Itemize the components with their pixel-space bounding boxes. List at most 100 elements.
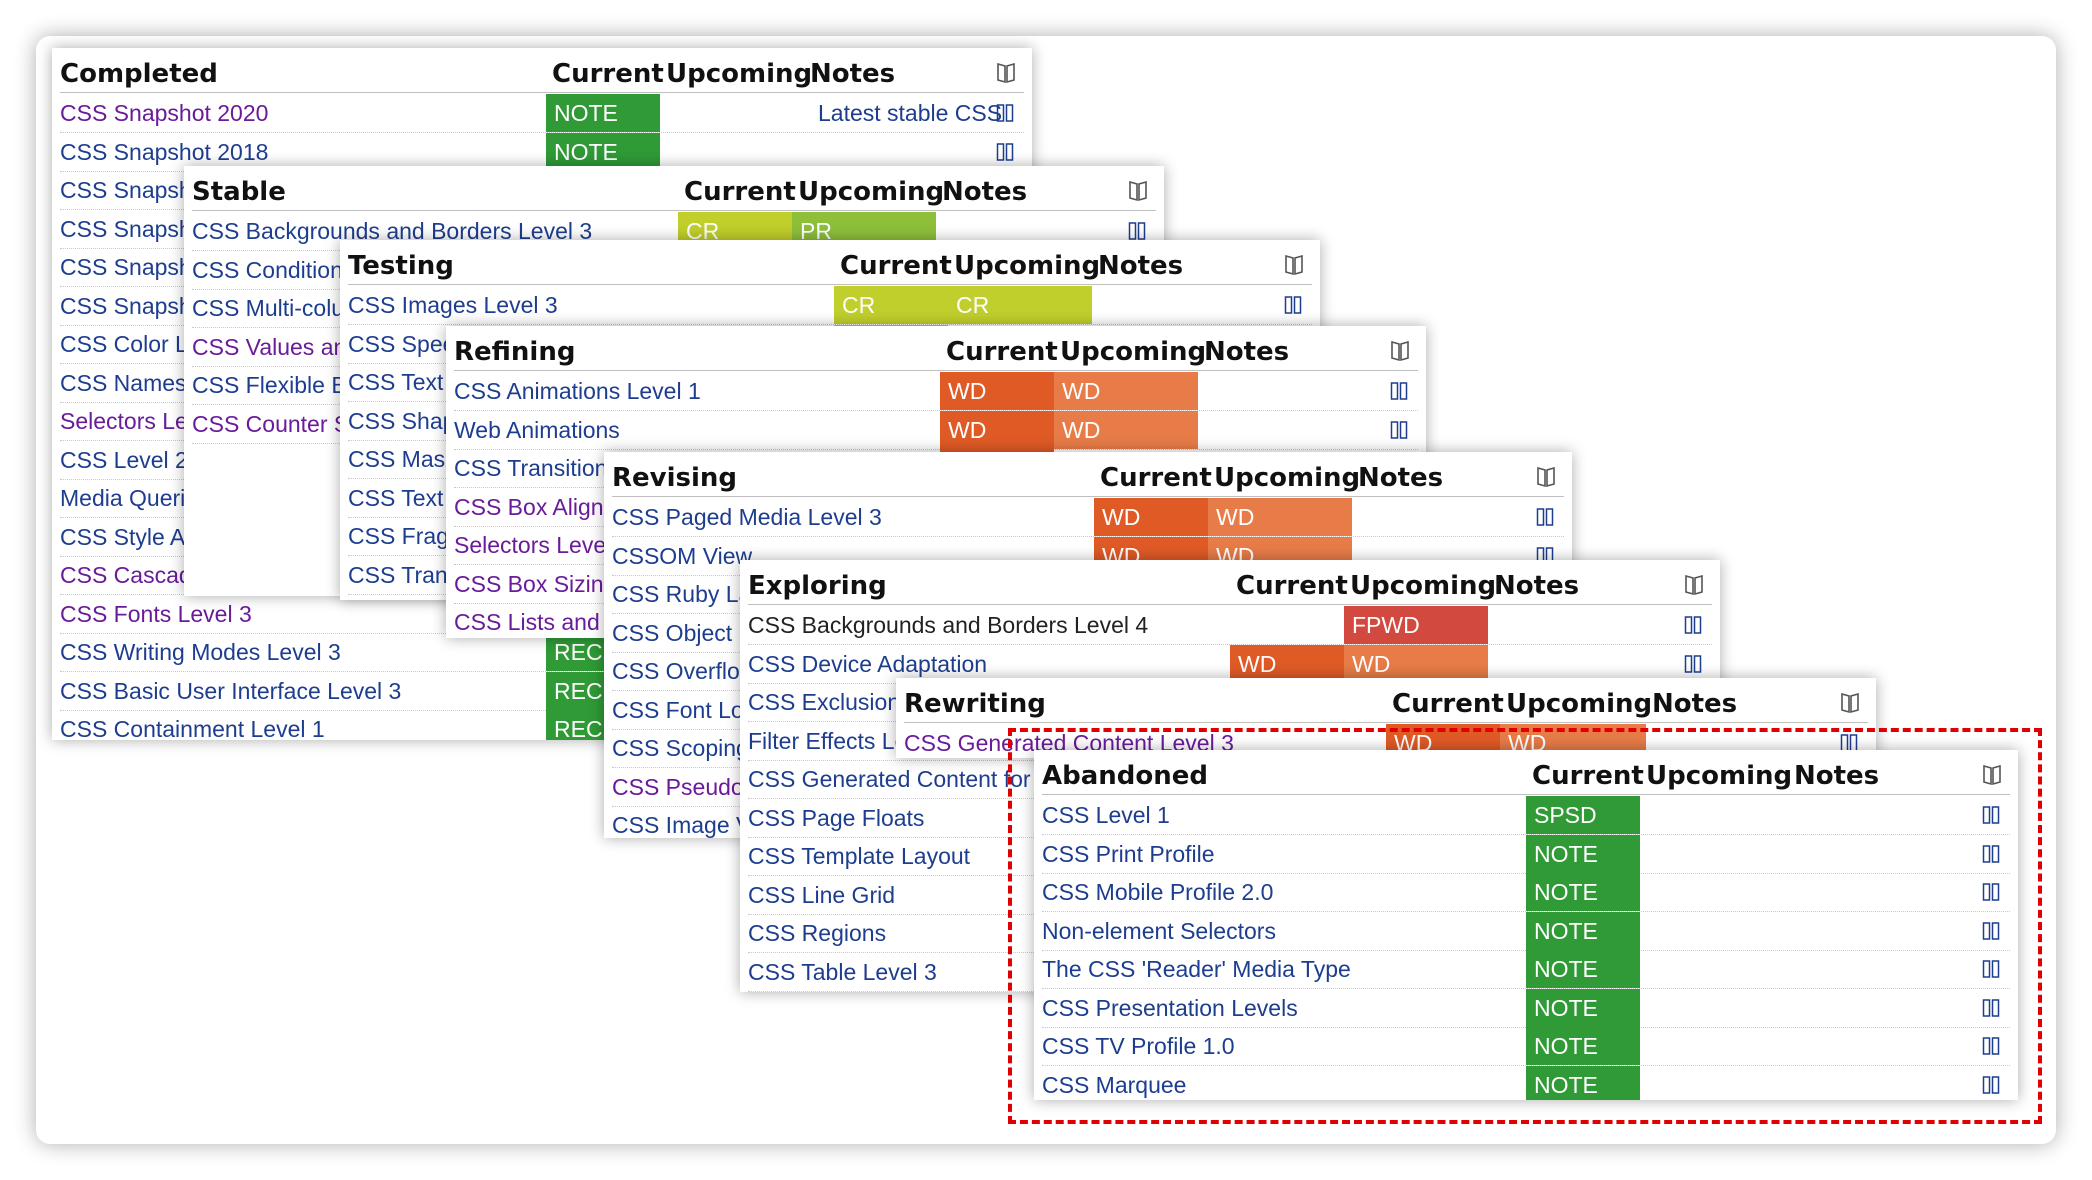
book-icon[interactable] [1284,254,1304,276]
note-link[interactable]: Latest stable CSS [818,100,1003,126]
book-icon[interactable] [1128,180,1148,202]
spec-link[interactable]: CSS TV Profile 1.0 [1042,1033,1235,1059]
status-current: NOTE [1526,1027,1640,1065]
column-header-notes: Notes [810,59,896,89]
spec-link[interactable]: CSS Page Floats [748,804,925,831]
spec-link[interactable]: CSS Writing Modes Level 3 [60,639,341,665]
spec-link[interactable]: CSS Text [348,369,444,395]
spec-icon[interactable] [1390,420,1408,440]
book-icon[interactable] [1840,692,1860,714]
header-divider [454,370,1418,371]
spec-link[interactable]: CSS Paged Media Level 3 [612,504,882,530]
spec-link[interactable]: CSS Backgrounds and Borders Level 3 [192,218,593,244]
panel-title: Completed [60,59,218,89]
status-current: NOTE [1526,950,1640,988]
status-current: NOTE [1526,873,1640,911]
spec-icon[interactable] [1390,381,1408,401]
spec-link[interactable]: The CSS 'Reader' Media Type [1042,956,1351,982]
spec-icon[interactable] [1128,221,1146,241]
table-row: CSS Backgrounds and Borders Level 4 FPWD [748,606,1712,645]
spec-link[interactable]: CSS Marquee [1042,1071,1187,1098]
status-upcoming: WD [1054,372,1198,410]
spec-link[interactable]: CSS Line Grid [748,881,896,908]
status-current: NOTE [1526,834,1640,873]
spec-icon[interactable] [1284,295,1302,315]
spec-icon[interactable] [996,103,1014,123]
status-current: WD [940,410,1054,449]
status-current: SPSD [1526,796,1640,834]
spec-link[interactable]: CSS Images Level 3 [348,292,558,318]
spec-icon[interactable] [1982,1036,2000,1056]
book-icon[interactable] [996,62,1016,84]
spec-link[interactable]: CSS Basic User Interface Level 3 [60,677,402,704]
spec-link[interactable]: CSS Presentation Levels [1042,994,1298,1021]
header-divider [1042,794,2010,795]
table-row: CSS Marquee NOTE [1042,1065,2010,1100]
column-header-notes: Notes [1494,571,1580,601]
spec-link[interactable]: CSS Overflow [612,658,757,684]
spec-link[interactable]: CSS Fonts Level 3 [60,600,252,627]
status-current: WD [940,372,1054,410]
status-current: CR [834,286,948,324]
spec-icon[interactable] [1982,805,2000,825]
spec-link[interactable]: CSS Backgrounds and Borders Level 4 [748,612,1149,638]
spec-link[interactable]: CSS Snapshot 2020 [60,100,269,126]
panel-title: Stable [192,177,286,207]
book-icon[interactable] [1982,764,2002,786]
spec-link[interactable]: CSS Transitions [454,455,619,481]
column-header-current: Current [946,337,1058,367]
spec-icon[interactable] [1982,998,2000,1018]
spec-link[interactable]: Selectors Level 4 [454,532,631,558]
spec-link[interactable]: CSS Template Layout [748,843,971,869]
column-header-notes: Notes [1204,337,1290,367]
column-header-notes: Notes [1794,761,1880,791]
book-icon[interactable] [1536,466,1556,488]
spec-link[interactable]: CSS Containment Level 1 [60,716,325,740]
spec-icon[interactable] [1982,844,2000,864]
header-divider [904,722,1868,723]
spec-link[interactable]: CSS Exclusions [748,689,912,715]
book-icon[interactable] [1390,340,1410,362]
spec-link[interactable]: CSS Box Sizing [454,570,617,597]
column-header-upcoming: Upcoming [1350,571,1497,601]
spec-icon[interactable] [1982,959,2000,979]
spec-icon[interactable] [1982,1075,2000,1095]
panel-title: Revising [612,463,738,493]
spec-link[interactable]: CSS Scoping [612,735,749,761]
column-header-upcoming: Upcoming [1060,337,1207,367]
header-divider [192,210,1156,211]
spec-link[interactable]: CSS Print Profile [1042,840,1215,867]
column-header-current: Current [684,177,796,207]
status-current: NOTE [546,94,660,132]
book-icon[interactable] [1684,574,1704,596]
spec-link[interactable]: CSS Mobile Profile 2.0 [1042,879,1274,905]
column-header-upcoming: Upcoming [666,59,813,89]
spec-link[interactable]: CSS Device Adaptation [748,650,988,677]
spec-link[interactable]: CSS Table Level 3 [748,958,937,985]
spec-icon[interactable] [1536,507,1554,527]
spec-icon[interactable] [1982,882,2000,902]
spec-icon[interactable] [996,142,1014,162]
spec-link[interactable]: CSS Regions [748,920,887,946]
status-current: NOTE [1526,1065,1640,1100]
spec-icon[interactable] [1684,654,1702,674]
header-divider [612,496,1564,497]
panel-title: Abandoned [1042,761,1209,791]
column-header-current: Current [840,251,952,281]
spec-icon[interactable] [1684,615,1702,635]
column-header-current: Current [1236,571,1348,601]
status-upcoming: FPWD [1344,606,1488,644]
spec-link[interactable]: Non-element Selectors [1042,917,1276,944]
header-divider [60,92,1024,93]
spec-link[interactable]: CSS Level 1 [1042,802,1170,828]
spec-link[interactable]: Web Animations [454,416,620,443]
spec-icon[interactable] [1982,921,2000,941]
spec-link[interactable]: CSS Animations Level 1 [454,378,701,404]
column-header-current: Current [1100,463,1212,493]
spec-link[interactable]: CSSOM View [612,542,753,569]
spec-link[interactable]: CSS Snapshot 2018 [60,138,269,165]
